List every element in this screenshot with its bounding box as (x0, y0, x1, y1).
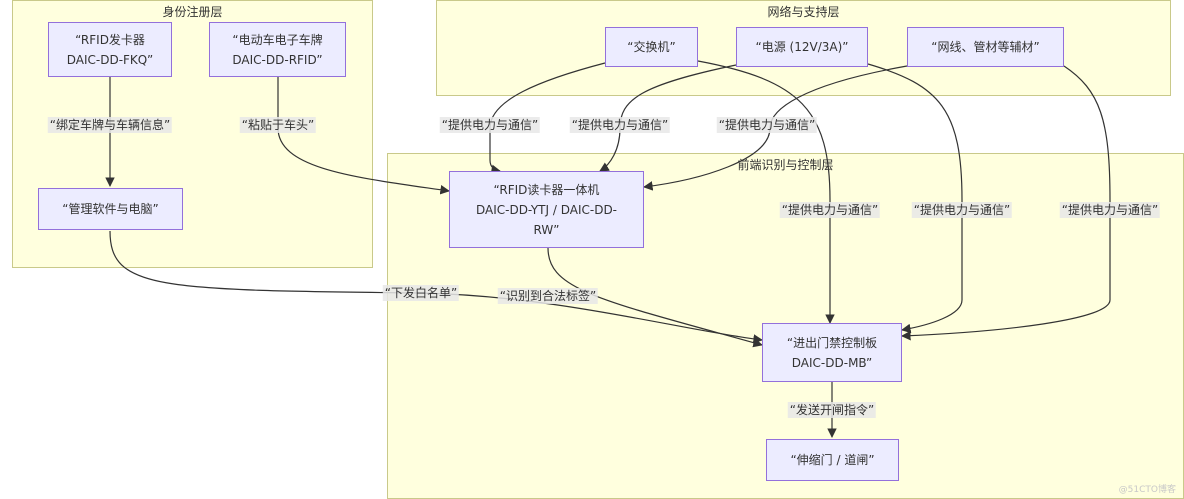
edge-switch-to-controller (697, 60, 835, 324)
cluster-network-title: 网络与支持层 (767, 5, 840, 19)
edge-label-supply-1: “提供电力与通信” (439, 117, 541, 133)
node-ev-tag[interactable]: “电动车电子车牌 DAIC-DD-RFID” (209, 22, 346, 77)
edge-label-supply-5: “提供电力与通信” (911, 202, 1013, 218)
edge-tag-to-reader (277, 77, 450, 195)
edge-label-whitelist: “下发白名单” (382, 285, 460, 301)
edge-label-bind: “绑定车牌与车辆信息” (47, 117, 173, 133)
node-mgmt-pc[interactable]: “管理软件与电脑” (38, 188, 183, 230)
node-power[interactable]: “电源 (12V/3A)” (736, 27, 868, 67)
node-rfid-issuer[interactable]: “RFID发卡器 DAIC-DD-FKQ” (48, 22, 172, 77)
edge-label-supply-2: “提供电力与通信” (569, 117, 671, 133)
cluster-identity-title: 身份注册层 (162, 5, 223, 19)
node-barrier[interactable]: “伸缩门 / 道闸” (766, 439, 899, 481)
edge-power-to-controller (867, 63, 963, 334)
cluster-frontend-title: 前端识别与控制层 (737, 158, 834, 172)
edge-label-supply-6: “提供电力与通信” (1059, 202, 1161, 218)
edge-label-supply-4: “提供电力与通信” (779, 202, 881, 218)
node-switch[interactable]: “交换机” (605, 27, 698, 67)
node-reader[interactable]: “RFID读卡器一体机 DAIC-DD-YTJ / DAIC-DD- RW” (449, 171, 644, 248)
edge-label-stick: “粘贴于车头” (239, 117, 317, 133)
watermark: @51CTO博客 (1118, 485, 1176, 495)
node-cable[interactable]: “网线、管材等辅材” (907, 27, 1064, 67)
edge-label-open-cmd: “发送开闸指令” (787, 402, 877, 418)
edge-label-supply-3: “提供电力与通信” (716, 117, 818, 133)
edge-cable-to-controller (901, 65, 1111, 341)
node-controller[interactable]: “进出门禁控制板 DAIC-DD-MB” (762, 323, 902, 382)
edge-label-recognize: “识别到合法标签” (497, 288, 599, 304)
